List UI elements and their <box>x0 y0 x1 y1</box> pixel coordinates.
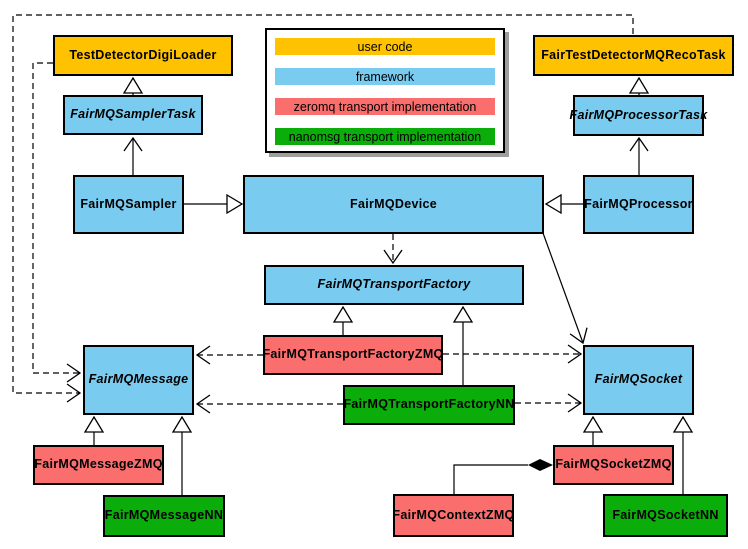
node-fairmq-context-zmq: FairMQContextZMQ <box>392 494 514 537</box>
node-fairmq-sampler: FairMQSampler <box>73 175 184 234</box>
edge-device-to-socket <box>542 232 588 345</box>
node-fairmq-processor: FairMQProcessor <box>583 175 694 234</box>
legend-item-framework: framework <box>275 68 495 85</box>
node-fairmq-message: FairMQMessage <box>83 345 194 415</box>
node-fairmq-socket-nn: FairMQSocketNN <box>603 494 728 537</box>
legend: user code framework zeromq transport imp… <box>265 28 505 153</box>
edge-recotask-to-message <box>12 14 634 403</box>
legend-item-zeromq: zeromq transport implementation <box>275 98 495 115</box>
node-fairmq-message-zmq: FairMQMessageZMQ <box>33 445 164 485</box>
edge-digiloader-to-message <box>32 62 82 383</box>
composition-diamond-icon <box>528 459 553 471</box>
node-test-detector-digi-loader: TestDetectorDigiLoader <box>53 35 233 76</box>
node-fairmq-processor-task: FairMQProcessorTask <box>570 95 707 136</box>
legend-item-nanomsg: nanomsg transport implementation <box>275 128 495 145</box>
node-fairmq-transport-factory-nn: FairMQTransportFactoryNN <box>343 385 515 425</box>
node-fairmq-device: FairMQDevice <box>243 175 544 234</box>
node-fairmq-transport-factory: FairMQTransportFactory <box>264 265 524 305</box>
node-fairmq-message-nn: FairMQMessageNN <box>103 495 225 537</box>
node-fairmq-sampler-task: FairMQSamplerTask <box>63 95 203 135</box>
node-fairmq-transport-factory-zmq: FairMQTransportFactoryZMQ <box>262 335 443 375</box>
node-fairmq-socket-zmq: FairMQSocketZMQ <box>553 445 674 485</box>
node-fairmq-socket: FairMQSocket <box>583 345 694 415</box>
legend-item-user-code: user code <box>275 38 495 55</box>
edge-contextzmq-to-socketzmq <box>453 464 528 494</box>
node-fair-test-detector-mq-reco-task: FairTestDetectorMQRecoTask <box>533 35 734 76</box>
